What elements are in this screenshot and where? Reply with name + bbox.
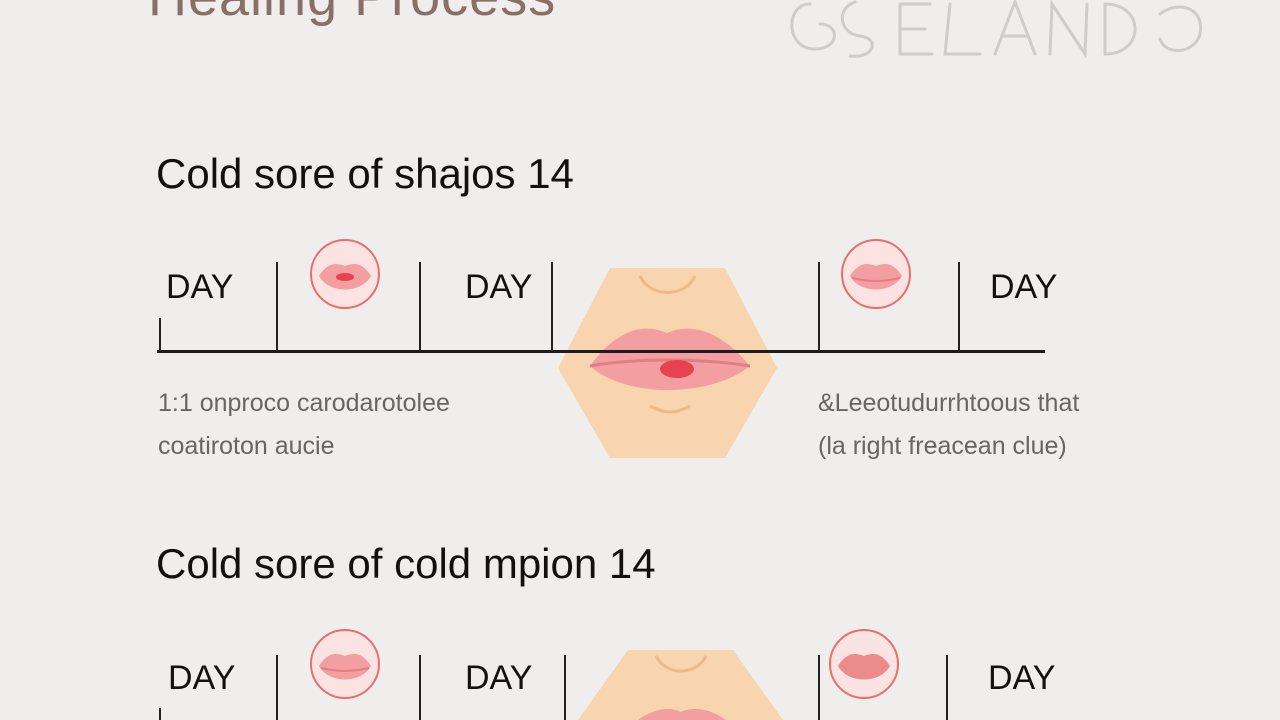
watermark-logo xyxy=(790,0,1203,59)
timeline-divider xyxy=(564,655,566,720)
face-illustration xyxy=(578,650,783,720)
timeline-divider xyxy=(419,655,421,720)
timeline-divider xyxy=(551,262,553,352)
day-label: DAY xyxy=(988,659,1056,697)
face-illustration xyxy=(558,268,777,458)
lip-stage-icon xyxy=(829,629,899,699)
stage-caption-right: &Leeotudurrhtoous that (la right freacea… xyxy=(818,382,1079,468)
day-label: DAY xyxy=(166,268,234,306)
day-label: DAY xyxy=(465,659,533,697)
lip-stage-icon xyxy=(841,239,911,309)
timeline-divider xyxy=(419,262,421,352)
timeline-start-tick xyxy=(159,708,161,720)
timeline-start-tick xyxy=(159,318,161,352)
day-label: DAY xyxy=(990,268,1058,306)
timeline-axis xyxy=(157,350,1045,353)
caption-line: 1:1 onproco carodarotolee xyxy=(158,389,450,417)
day-label: DAY xyxy=(465,268,533,306)
timeline-divider xyxy=(818,262,820,352)
day-label: DAY xyxy=(168,659,236,697)
caption-line: (la right freacean clue) xyxy=(818,432,1067,460)
section-heading: Cold sore of shajos 14 xyxy=(156,150,574,197)
page-title: Healing Process xyxy=(148,0,556,28)
lip-stage-icon xyxy=(310,239,380,309)
caption-line: coatiroton aucie xyxy=(158,432,335,460)
lip-stage-icon xyxy=(310,629,380,699)
timeline-divider xyxy=(958,262,960,352)
timeline-divider xyxy=(276,655,278,720)
timeline-divider xyxy=(818,655,820,720)
timeline-divider xyxy=(276,262,278,352)
caption-line: &Leeotudurrhtoous that xyxy=(818,389,1080,417)
timeline-divider xyxy=(946,655,948,720)
stage-caption-left: 1:1 onproco carodarotolee coatiroton auc… xyxy=(158,382,450,468)
section-heading: Cold sore of cold mpion 14 xyxy=(156,540,656,587)
